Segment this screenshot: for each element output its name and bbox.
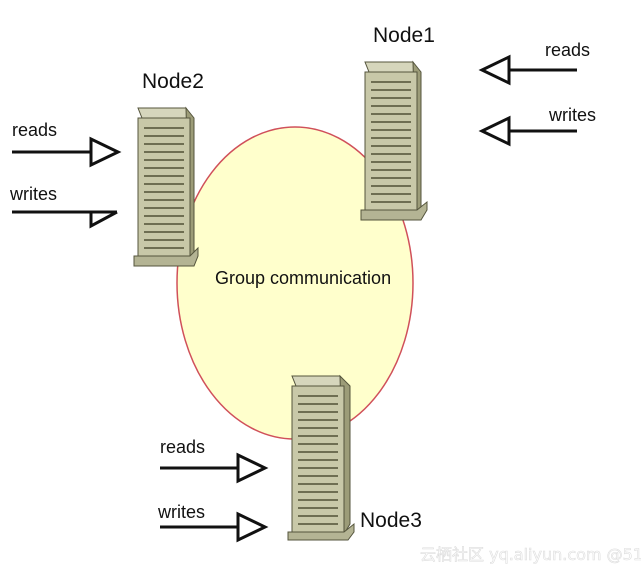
node2-label: Node2 — [142, 70, 204, 93]
node3-reads-arrow — [160, 452, 269, 484]
node1-writes-arrow — [478, 115, 577, 147]
node2-writes-arrow — [12, 210, 118, 229]
node1-reads-label: reads — [545, 40, 590, 60]
node3-writes-arrow — [160, 511, 269, 543]
node2-server-icon — [133, 106, 199, 267]
node2-reads-label: reads — [12, 120, 57, 140]
watermark-text: 云栖社区 yq.aliyun.com @51CTO博客 — [420, 545, 641, 564]
node3-label: Node3 — [360, 509, 422, 532]
node2-reads-arrow — [12, 136, 122, 168]
node1-reads-arrow — [478, 54, 577, 86]
node3-server-icon — [287, 374, 355, 541]
node1-server-icon — [360, 60, 428, 221]
node3-reads-label: reads — [160, 437, 205, 457]
node1-writes-label: writes — [548, 105, 596, 125]
node3-writes-label: writes — [157, 502, 205, 522]
group-communication-label: Group communication — [215, 268, 391, 288]
node2-writes-label: writes — [9, 184, 57, 204]
node1-label: Node1 — [373, 24, 435, 47]
